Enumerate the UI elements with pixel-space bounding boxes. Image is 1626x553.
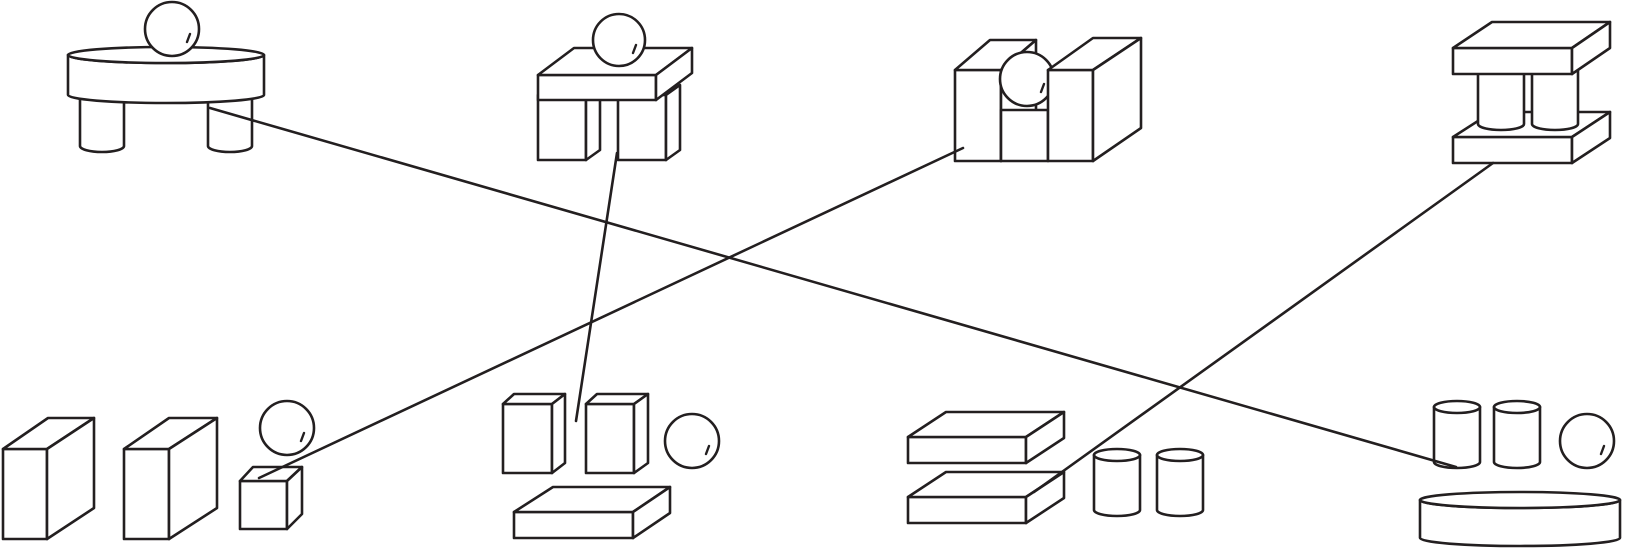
cylinder-1 xyxy=(1432,399,1482,470)
cylinder-2 xyxy=(1492,399,1542,470)
cylinder-1 xyxy=(1092,447,1142,518)
cylinder-leg-right xyxy=(206,90,254,154)
connection-lines xyxy=(208,106,1495,494)
small-block-under-ball xyxy=(999,108,1050,163)
disc-tabletop xyxy=(66,45,266,105)
connection-slab-blocks-to-blocks-slab[interactable] xyxy=(574,151,619,423)
figure-blocks-slab-ball[interactable] xyxy=(501,392,721,540)
small-cube xyxy=(238,465,304,531)
connection-cylinders-slabs-to-slabs-cylinders[interactable] xyxy=(1032,161,1495,494)
cylinder-leg-left xyxy=(78,90,126,154)
figure-cylinders-ball-disc[interactable] xyxy=(1418,399,1622,548)
block-2 xyxy=(584,392,650,475)
cube-2 xyxy=(122,416,219,541)
block-1 xyxy=(501,392,567,475)
ball-sphere xyxy=(143,0,201,58)
slab-lower xyxy=(906,470,1066,525)
ball-sphere xyxy=(591,12,647,68)
slab-upper xyxy=(906,410,1066,465)
ball-sphere xyxy=(998,50,1056,108)
figure-ball-between-cubes[interactable] xyxy=(953,36,1143,163)
figure-round-table-with-ball[interactable] xyxy=(66,0,266,154)
slab xyxy=(512,485,672,540)
figure-slab-on-blocks-with-ball[interactable] xyxy=(536,12,694,162)
cube-1 xyxy=(1,416,96,541)
ball-sphere xyxy=(258,399,316,457)
cube-right xyxy=(1046,36,1143,163)
figure-slabs-cylinders[interactable] xyxy=(906,410,1205,525)
cylinder-right xyxy=(1530,68,1580,132)
figure-cylinders-between-slabs[interactable] xyxy=(1451,20,1612,165)
cylinder-2 xyxy=(1155,447,1205,518)
slab-top xyxy=(1451,20,1612,76)
connection-ball-cubes-to-cubes-ball[interactable] xyxy=(257,146,965,480)
ball-sphere xyxy=(1558,412,1616,470)
cylinder-left xyxy=(1476,68,1526,132)
disc xyxy=(1418,490,1622,548)
figure-cubes-small-cube-ball[interactable] xyxy=(1,399,316,541)
connection-round-table-to-disc-set[interactable] xyxy=(208,106,1458,469)
ball-sphere xyxy=(663,412,721,470)
